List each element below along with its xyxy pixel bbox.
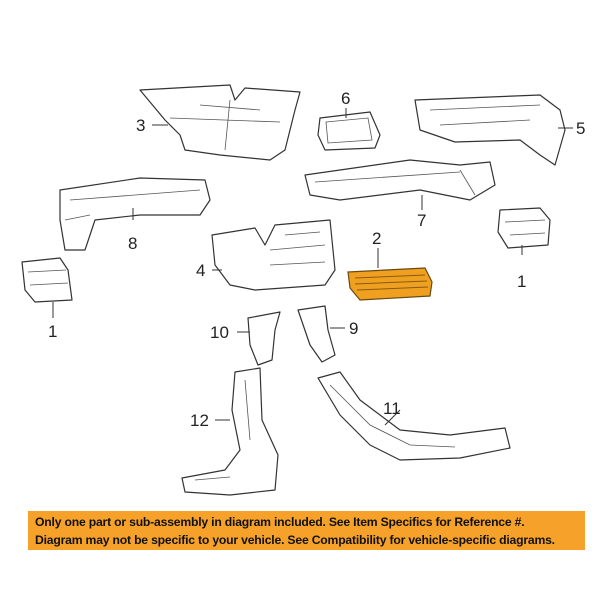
disclaimer-line-1: Only one part or sub-assembly in diagram… [35,515,525,529]
callout-1-right: 1 [517,272,526,291]
disclaimer-banner: Only one part or sub-assembly in diagram… [28,511,585,550]
part-12 [181,367,279,496]
callout-6: 6 [341,89,350,108]
part-4 [211,219,336,291]
callout-4: 4 [196,261,205,280]
callout-2: 2 [372,229,381,248]
callout-3: 3 [136,116,145,135]
part-7 [304,159,496,201]
part-11 [317,371,511,461]
disclaimer-line-2: Diagram may not be specific to your vehi… [35,533,555,547]
part-8 [59,177,211,251]
part-10 [247,311,281,366]
callout-11: 11 [383,399,401,418]
callout-9: 9 [349,319,358,338]
part-1-left [21,257,73,303]
part-3 [139,84,301,161]
part-6 [317,111,381,151]
callout-8: 8 [128,234,137,253]
callout-5: 5 [576,119,585,138]
part-5 [414,94,566,166]
callout-1-left: 1 [48,322,57,341]
callout-10: 10 [210,323,229,342]
callout-12: 12 [190,411,209,430]
part-1-right [497,207,551,249]
part-9 [297,305,336,363]
part-2-highlighted [347,267,433,301]
callout-7: 7 [417,211,426,230]
